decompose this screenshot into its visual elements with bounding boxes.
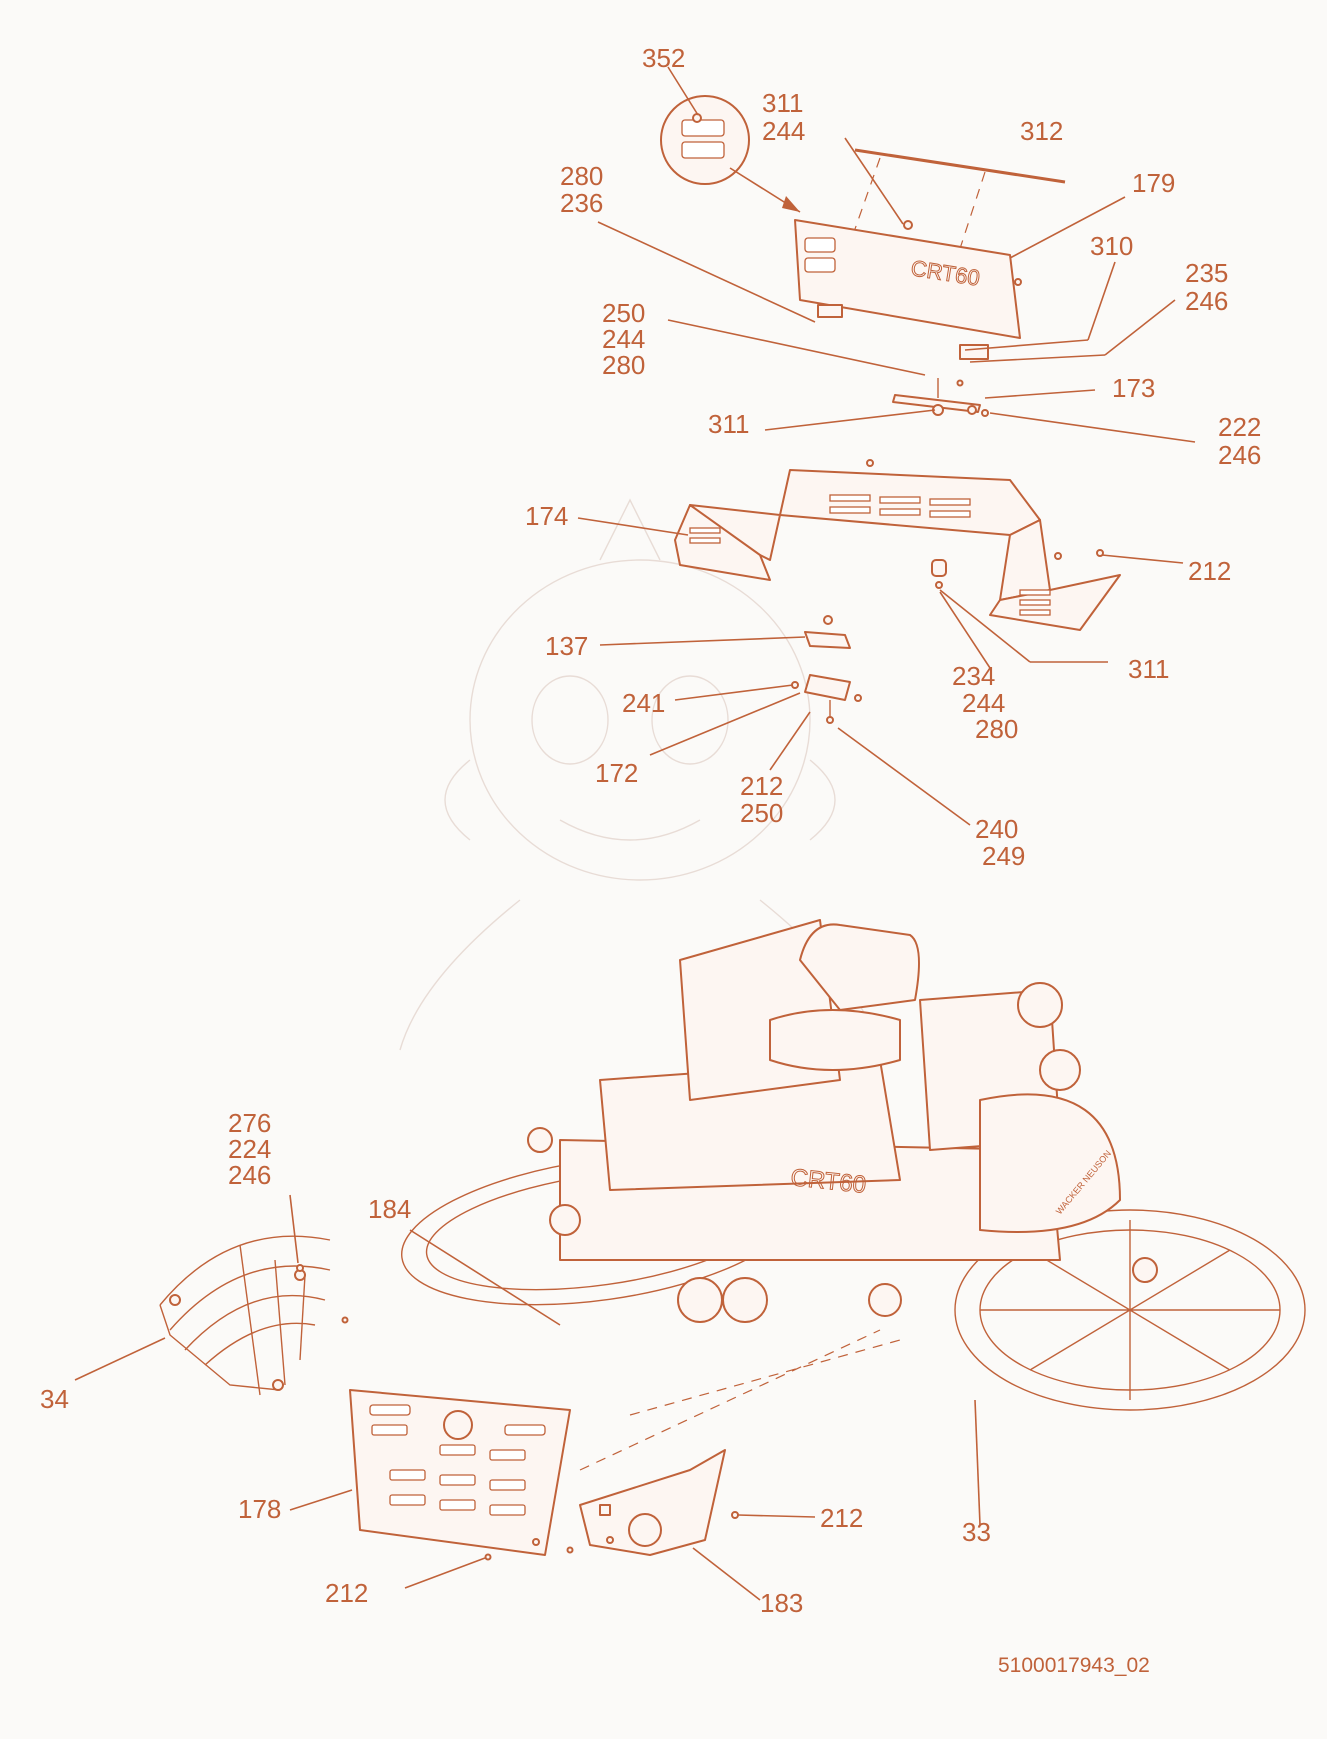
callout-244: 244: [762, 116, 805, 146]
callout-276: 276: [228, 1108, 271, 1138]
part-34-guard: [159, 1235, 349, 1396]
callout-173: 173: [1112, 373, 1155, 403]
callout-labels: 352 311 244 312 280 236 179 310 235 246 …: [40, 43, 1261, 1618]
callout-249: 249: [982, 841, 1025, 871]
callout-244: 244: [962, 688, 1005, 718]
callout-246: 246: [1218, 440, 1261, 470]
callout-33: 33: [962, 1517, 991, 1547]
callout-352: 352: [642, 43, 685, 73]
callout-236: 236: [560, 188, 603, 218]
callout-224: 224: [228, 1134, 271, 1164]
callout-311: 311: [1128, 654, 1169, 684]
callout-250: 250: [740, 798, 783, 828]
callout-212: 212: [820, 1503, 863, 1533]
callout-172: 172: [595, 758, 638, 788]
callout-178: 178: [238, 1494, 281, 1524]
callout-179: 179: [1132, 168, 1175, 198]
callout-183: 183: [760, 1588, 803, 1618]
callout-212: 212: [325, 1578, 368, 1608]
callout-137: 137: [545, 631, 588, 661]
callout-244: 244: [602, 324, 645, 354]
part-352-detail-inset: [660, 95, 801, 213]
callout-250: 250: [602, 298, 645, 328]
callout-240: 240: [975, 814, 1018, 844]
callout-222: 222: [1218, 412, 1261, 442]
part-183-bracket: [566, 1449, 739, 1556]
callout-311: 311: [762, 88, 803, 118]
callout-212: 212: [740, 771, 783, 801]
part-174-platform: [674, 459, 1121, 631]
callout-34: 34: [40, 1384, 69, 1414]
callout-310: 310: [1090, 231, 1133, 261]
callout-311: 311: [708, 409, 749, 439]
main-machine-body: CRT60 WACKER NEUSON: [401, 919, 1306, 1471]
part-137-172-bracket: [791, 615, 862, 724]
callout-246: 246: [1185, 286, 1228, 316]
callout-246: 246: [228, 1160, 271, 1190]
part-179-cover: CRT60: [794, 219, 1022, 360]
callout-234: 234: [952, 661, 995, 691]
callout-280: 280: [975, 714, 1018, 744]
callout-212: 212: [1188, 556, 1231, 586]
callout-174: 174: [525, 501, 568, 531]
callout-312: 312: [1020, 116, 1063, 146]
platform-slots: [689, 494, 1051, 616]
part-178-front-plate: [349, 1389, 571, 1561]
part-173-bracket: [892, 378, 989, 417]
document-number: 5100017943_02: [998, 1654, 1150, 1677]
callout-235: 235: [1185, 258, 1228, 288]
callout-241: 241: [622, 688, 665, 718]
callout-280: 280: [602, 350, 645, 380]
callout-280: 280: [560, 161, 603, 191]
leader-lines: [74, 66, 1196, 1601]
callout-184: 184: [368, 1194, 411, 1224]
brand-logo-icon: [443, 1410, 473, 1440]
